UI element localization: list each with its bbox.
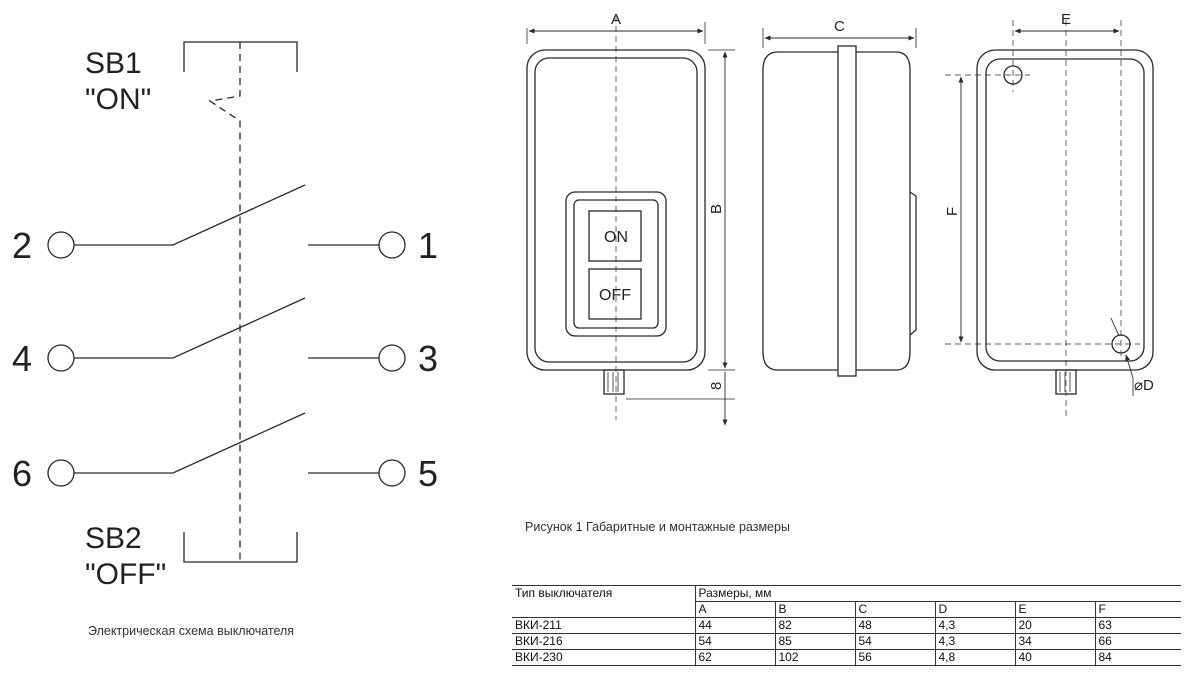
terminal-4-circle: [47, 344, 75, 372]
terminal-5-label: 5: [418, 453, 438, 494]
sb2-actuator-bracket: [183, 532, 298, 563]
side-lid-rim: [837, 45, 857, 377]
row-type-cell: ВКИ-230: [512, 649, 696, 666]
table-cell: 4,3: [934, 633, 1016, 650]
dim-d-label: ⌀D: [1134, 377, 1154, 394]
table-cell: 44: [694, 617, 776, 634]
terminal-4-label: 4: [12, 338, 32, 379]
dim-e-label: E: [1061, 11, 1071, 28]
table-cell: 48: [854, 617, 936, 634]
side-mount-bump: [909, 191, 917, 336]
dim-b-label: B: [708, 204, 725, 214]
table-row: ВКИ-211 44 82 48 4,3 20 63: [512, 617, 1181, 634]
off-button: [588, 268, 642, 320]
sb1-state-label: "ON": [85, 83, 151, 116]
dimensions-table: Тип выключателя Размеры, мм A B C D E F …: [512, 585, 1181, 666]
back-housing-inner: [985, 58, 1145, 362]
column-header: E: [1014, 601, 1096, 618]
figure-caption: Рисунок 1 Габаритные и монтажные размеры: [525, 520, 790, 534]
terminal-6-label: 6: [12, 453, 32, 494]
table-cell: 4,3: [934, 617, 1016, 634]
table-header-row: Тип выключателя Размеры, мм: [512, 585, 1181, 618]
header-sizes-cell: Размеры, мм: [694, 585, 1181, 602]
dim-d-leader: [1110, 317, 1134, 379]
table-cell: 63: [1094, 617, 1181, 634]
table-cell: 40: [1014, 649, 1096, 666]
front-cable-gland: [603, 369, 625, 395]
side-housing-body: [762, 51, 838, 371]
sb1-label: SB1: [85, 47, 142, 80]
schematic-caption: Электрическая схема выключателя: [88, 624, 295, 638]
table-row: ВКИ-216 54 85 54 4,3 34 66: [512, 633, 1181, 650]
dim-8-label: 8: [708, 382, 725, 390]
contact-line-2: [74, 184, 306, 246]
table-cell: 56: [854, 649, 936, 666]
row-type-cell: ВКИ-211: [512, 617, 696, 634]
contact-line-6: [74, 412, 306, 474]
terminal-1-circle: [378, 231, 406, 259]
table-cell: 20: [1014, 617, 1096, 634]
table-cell: 82: [774, 617, 856, 634]
table-cell: 62: [694, 649, 776, 666]
sb2-label: SB2: [85, 522, 142, 555]
header-type-cell: Тип выключателя: [512, 585, 695, 618]
on-button: [588, 210, 642, 262]
back-cable-gland: [1055, 369, 1077, 395]
column-header: C: [854, 601, 936, 618]
terminal-2-label: 2: [12, 225, 32, 266]
column-header: F: [1094, 601, 1181, 618]
contact-line-4: [74, 297, 306, 359]
back-housing-outer: [976, 49, 1154, 371]
terminal-6-circle: [47, 459, 75, 487]
column-header: D: [934, 601, 1016, 618]
table-cell: 84: [1094, 649, 1181, 666]
table-cell: 54: [854, 633, 936, 650]
front-view: [526, 16, 735, 426]
back-view: [945, 20, 1154, 420]
table-cell: 66: [1094, 633, 1181, 650]
side-view: [762, 28, 917, 377]
table-row: ВКИ-230 62 102 56 4,8 40 84: [512, 649, 1181, 666]
table-cell: 54: [694, 633, 776, 650]
electrical-schematic: [47, 41, 406, 563]
table-cell: 102: [774, 649, 856, 666]
terminal-3-label: 3: [418, 338, 438, 379]
off-button-label: OFF: [599, 287, 631, 304]
dim-c-label: C: [834, 18, 845, 35]
table-cell: 4,8: [934, 649, 1016, 666]
dim-f-label: F: [944, 207, 961, 216]
column-header: A: [694, 601, 776, 618]
on-button-label: ON: [604, 229, 628, 246]
table-cell: 34: [1014, 633, 1096, 650]
button-panel-outer: [565, 191, 667, 337]
row-type-cell: ВКИ-216: [512, 633, 696, 650]
column-header: B: [774, 601, 856, 618]
table-column-row: A B C D E F: [512, 601, 1181, 618]
schematic-labels: SB1 "ON" SB2 "OFF" 2 1 4 3 6 5: [12, 47, 438, 591]
side-back-plate: [856, 51, 911, 371]
terminal-3-circle: [378, 344, 406, 372]
mechanical-link-dashed: [208, 42, 241, 562]
dim-a-label: A: [611, 11, 621, 28]
table-cell: 85: [774, 633, 856, 650]
terminal-2-circle: [47, 231, 75, 259]
sb2-state-label: "OFF": [85, 558, 166, 591]
terminal-1-label: 1: [418, 225, 438, 266]
terminal-5-circle: [378, 459, 406, 487]
